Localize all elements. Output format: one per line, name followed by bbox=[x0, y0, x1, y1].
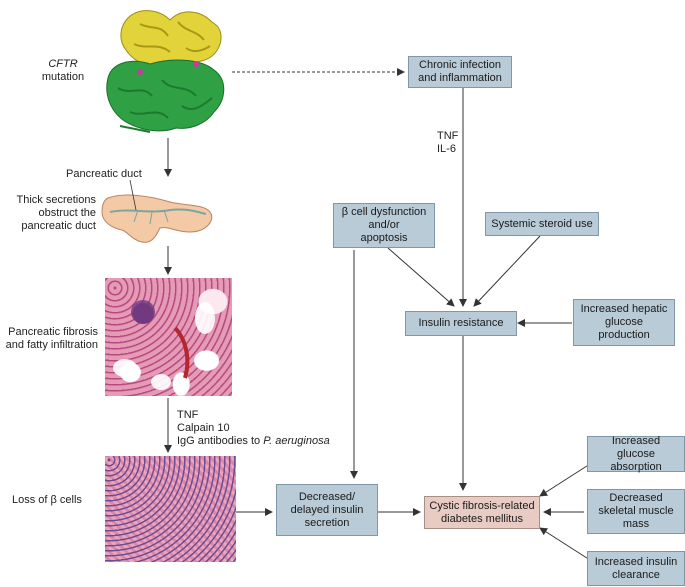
steroid-use-box: Systemic steroid use bbox=[485, 212, 599, 236]
loss-of-beta-cells-label: Loss of β cells bbox=[12, 494, 82, 506]
pancreatic-duct-label: Pancreatic duct bbox=[66, 168, 142, 180]
beta-cell-histology-image bbox=[105, 456, 236, 562]
tnf-calpain-igg-label: TNF Calpain 10 IgG antibodies to P. aeru… bbox=[177, 409, 330, 447]
fibrosis-histology-image bbox=[105, 278, 232, 396]
cftr-protein-structure bbox=[106, 10, 225, 133]
pancreas-illustration bbox=[101, 179, 213, 243]
insulin-resistance-box: Insulin resistance bbox=[405, 311, 517, 336]
